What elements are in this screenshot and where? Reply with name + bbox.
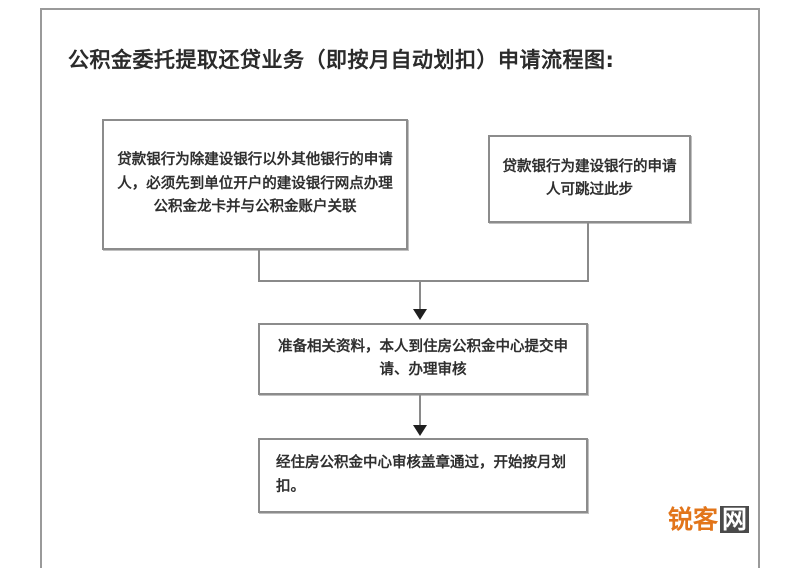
watermark: 锐客 网 bbox=[667, 505, 751, 534]
flow-node-approved-deduction-text: 经住房公积金中心审核盖章通过，开始按月划扣。 bbox=[276, 455, 566, 495]
connector-merge-bar bbox=[258, 280, 589, 282]
flow-node-approved-deduction: 经住房公积金中心审核盖章通过，开始按月划扣。 bbox=[258, 438, 588, 513]
flow-node-bank-other-text: 贷款银行为除建设银行以外其他银行的申请人，必须先到单位开户的建设银行网点办理公积… bbox=[117, 152, 393, 216]
watermark-boxed-text: 网 bbox=[719, 505, 751, 534]
flow-node-bank-ccb-text: 贷款银行为建设银行的申请人可跳过此步 bbox=[502, 158, 677, 198]
connector-bank-ccb-down bbox=[587, 223, 589, 282]
flow-node-bank-other: 贷款银行为除建设银行以外其他银行的申请人，必须先到单位开户的建设银行网点办理公积… bbox=[102, 119, 408, 250]
connector-merge-down bbox=[419, 280, 421, 312]
arrowhead-into-submit bbox=[413, 309, 427, 320]
flow-node-bank-ccb: 贷款银行为建设银行的申请人可跳过此步 bbox=[488, 135, 691, 223]
flow-node-submit-application: 准备相关资料，本人到住房公积金中心提交申请、办理审核 bbox=[258, 323, 588, 395]
connector-submit-down bbox=[419, 395, 421, 428]
arrowhead-into-approved bbox=[413, 425, 427, 436]
flow-node-submit-application-text: 准备相关资料，本人到住房公积金中心提交申请、办理审核 bbox=[278, 338, 568, 378]
page-title: 公积金委托提取还贷业务（即按月自动划扣）申请流程图: bbox=[68, 48, 615, 72]
connector-bank-other-down bbox=[258, 250, 260, 282]
watermark-main-text: 锐客 bbox=[667, 505, 719, 534]
